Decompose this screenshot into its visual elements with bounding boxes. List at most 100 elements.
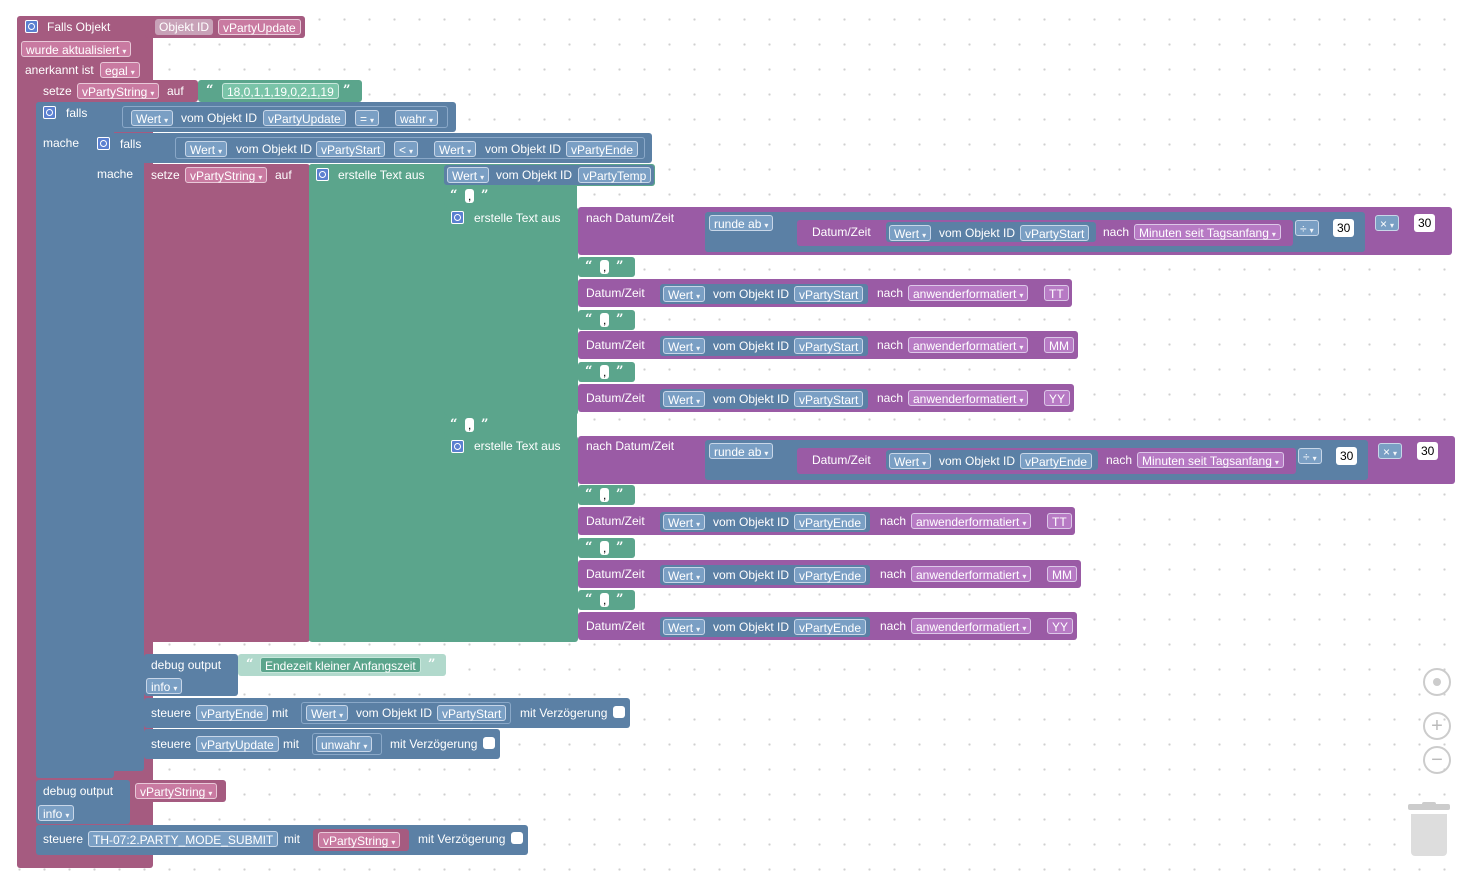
nach-datetime-label: nach Datum/Zeit (586, 439, 675, 453)
delay-checkbox[interactable] (483, 737, 495, 749)
object-id-field[interactable]: vPartyEnde (1020, 453, 1093, 469)
gear-icon[interactable] (451, 211, 464, 224)
object-id-field[interactable]: vPartyEnde (794, 619, 867, 635)
text-literal-value[interactable]: Endezeit kleiner Anfangszeit (260, 657, 421, 673)
wert-dropdown[interactable]: Wert▾ (663, 514, 706, 530)
wert-dropdown[interactable]: Wert▾ (663, 391, 706, 407)
if-block-inner[interactable] (90, 133, 144, 771)
object-id-field[interactable]: vPartyEnde (794, 514, 867, 530)
operator-dropdown[interactable]: =▾ (355, 110, 380, 126)
format-code-field[interactable]: YY (1044, 390, 1071, 406)
format-dropdown[interactable]: anwenderformatiert▾ (908, 285, 1029, 301)
nach-label: nach (877, 391, 904, 405)
format-code-field[interactable]: MM (1044, 337, 1074, 353)
level-dropdown[interactable]: info▾ (38, 805, 75, 821)
bool-dropdown[interactable]: wahr▾ (395, 110, 439, 126)
format-code-field[interactable]: TT (1044, 285, 1069, 301)
wert-dropdown[interactable]: Wert▾ (447, 167, 490, 183)
object-id-field[interactable]: vPartyStart (794, 286, 864, 302)
format-dropdown[interactable]: Minuten seit Tagsanfang▾ (1137, 452, 1284, 468)
object-id-field[interactable]: vPartyEnde (196, 705, 269, 721)
wert-dropdown[interactable]: Wert▾ (889, 225, 932, 241)
object-id-field[interactable]: vPartyTemp (578, 167, 652, 183)
format-dropdown[interactable]: anwenderformatiert▾ (908, 390, 1029, 406)
text-literal-value[interactable]: , (600, 541, 610, 555)
round-dropdown[interactable]: runde ab▾ (709, 443, 774, 459)
text-literal-value[interactable]: , (465, 418, 475, 432)
delay-checkbox[interactable] (511, 832, 523, 844)
zoom-out-icon[interactable]: − (1423, 746, 1451, 774)
var-dropdown[interactable]: vPartyString▾ (185, 167, 268, 183)
text-literal-value[interactable]: 18,0,1,1,19,0,2,1,19 (222, 83, 339, 99)
wert-dropdown[interactable]: Wert▾ (663, 619, 706, 635)
chevron-down-icon: ▾ (339, 711, 344, 720)
wert-dropdown[interactable]: Wert▾ (663, 338, 706, 354)
divide-dropdown[interactable]: ÷▾ (1298, 448, 1322, 464)
var-dropdown[interactable]: vPartyString▾ (135, 783, 218, 799)
set-block-2[interactable] (144, 164, 310, 642)
trigger-dropdown[interactable]: wurde aktualisiert▾ (21, 41, 132, 57)
wert-dropdown[interactable]: Wert▾ (434, 141, 477, 157)
create-text-block[interactable] (444, 436, 578, 642)
divide-dropdown[interactable]: ÷▾ (1295, 220, 1319, 236)
object-id-field[interactable]: vPartyUpdate (196, 736, 279, 752)
object-id-field[interactable]: vPartyStart (437, 705, 507, 721)
format-dropdown[interactable]: Minuten seit Tagsanfang▾ (1134, 224, 1281, 240)
gear-icon[interactable] (316, 168, 329, 181)
wert-dropdown[interactable]: Wert▾ (131, 110, 174, 126)
format-code-field[interactable]: TT (1047, 513, 1072, 529)
var-dropdown[interactable]: vPartyString▾ (318, 832, 401, 848)
multiply-dropdown[interactable]: ×▾ (1378, 443, 1403, 459)
object-id-field[interactable]: vPartyEnde (794, 567, 867, 583)
recenter-icon[interactable] (1423, 668, 1451, 696)
format-dropdown[interactable]: anwenderformatiert▾ (911, 618, 1032, 634)
level-dropdown[interactable]: info▾ (146, 678, 183, 694)
object-id-field[interactable]: TH-07:2.PARTY_MODE_SUBMIT (88, 831, 279, 847)
object-id-field[interactable]: vPartyUpdate (218, 19, 301, 35)
gear-icon[interactable] (43, 106, 56, 119)
wert-dropdown[interactable]: Wert▾ (663, 286, 706, 302)
text-literal-value[interactable]: , (600, 313, 610, 327)
gear-icon[interactable] (97, 137, 110, 150)
text-literal-value[interactable]: , (600, 365, 610, 379)
object-id-field[interactable]: vPartyEnde (566, 141, 639, 157)
object-id-field[interactable]: vPartyStart (794, 338, 864, 354)
number-field[interactable]: 30 (1417, 442, 1439, 460)
text-literal-value[interactable]: , (465, 189, 475, 203)
number-field[interactable]: 30 (1414, 214, 1436, 232)
gear-icon[interactable] (451, 440, 464, 453)
object-id-field[interactable]: vPartyStart (1020, 225, 1090, 241)
object-id-field[interactable]: vPartyUpdate (263, 110, 346, 126)
object-id-field[interactable]: vPartyStart (794, 391, 864, 407)
text-literal-value[interactable]: , (600, 260, 610, 274)
create-text-block[interactable] (444, 207, 578, 415)
format-dropdown[interactable]: anwenderformatiert▾ (911, 513, 1032, 529)
number-field[interactable]: 30 (1333, 219, 1355, 237)
object-id-field[interactable]: vPartyStart (316, 141, 386, 157)
delay-checkbox[interactable] (613, 706, 625, 718)
vom-label: vom Objekt ID (939, 226, 1016, 240)
text-literal-value[interactable]: , (600, 488, 610, 502)
ack-dropdown[interactable]: egal▾ (100, 62, 140, 78)
vom-label: vom Objekt ID (713, 568, 790, 582)
format-dropdown[interactable]: anwenderformatiert▾ (911, 566, 1032, 582)
number-field[interactable]: 30 (1336, 447, 1358, 465)
trash-icon[interactable] (1408, 802, 1450, 858)
format-code-field[interactable]: MM (1047, 566, 1077, 582)
format-code-field[interactable]: YY (1047, 618, 1074, 634)
wert-dropdown[interactable]: Wert▾ (663, 567, 706, 583)
zoom-in-icon[interactable]: + (1423, 712, 1451, 740)
round-dropdown[interactable]: runde ab▾ (709, 215, 774, 231)
bool-dropdown[interactable]: unwahr▾ (316, 736, 373, 752)
wert-dropdown[interactable]: Wert▾ (306, 705, 349, 721)
operator-dropdown[interactable]: <▾ (394, 141, 419, 157)
chevron-down-icon: ▾ (696, 397, 701, 406)
gear-icon[interactable] (25, 20, 38, 33)
wert-dropdown[interactable]: Wert▾ (185, 141, 228, 157)
var-dropdown[interactable]: vPartyString▾ (77, 83, 160, 99)
format-dropdown[interactable]: anwenderformatiert▾ (908, 337, 1029, 353)
wert-dropdown[interactable]: Wert▾ (889, 453, 932, 469)
text-literal-value[interactable]: , (600, 593, 610, 607)
multiply-dropdown[interactable]: ×▾ (1375, 215, 1400, 231)
quote-close-icon: ” (481, 417, 489, 432)
